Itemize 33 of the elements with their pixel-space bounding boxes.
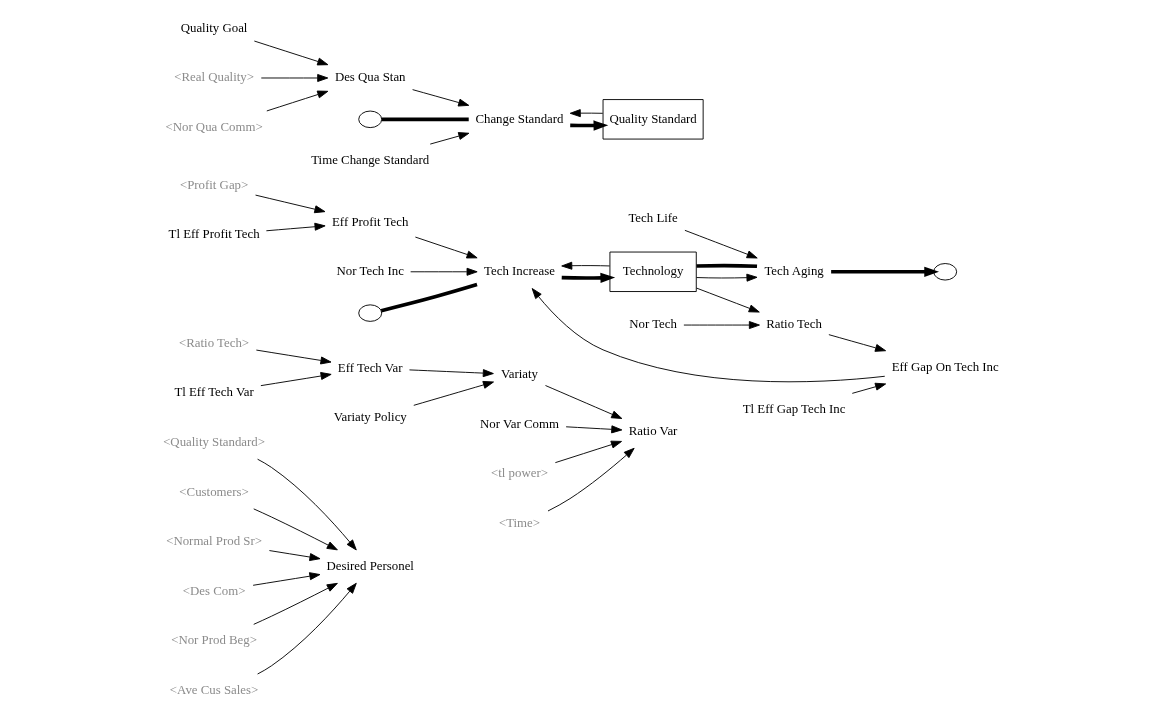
node-text: Tech Aging: [764, 264, 824, 279]
node-text: <Profit Gap>: [179, 177, 249, 192]
node-text: Variaty: [500, 367, 539, 382]
node-text: <Ave Cus Sales>: [169, 683, 259, 697]
node-text: Nor Var Comm: [479, 416, 559, 431]
node-text: Ratio Var: [628, 424, 678, 438]
node-text: Tech Life: [628, 210, 678, 225]
node-text: Tl Eff Profit Tech: [168, 227, 260, 242]
node-text: <Customers>: [179, 484, 249, 499]
node-text: Eff Gap On Tech Inc: [891, 359, 999, 374]
node-text: <Normal Prod Sr>: [166, 534, 262, 549]
node-text: Quality Goal: [180, 20, 248, 35]
node-text: Tl Eff Gap Tech Inc: [742, 401, 846, 416]
node-text: <Time>: [498, 515, 541, 530]
node-text: <Nor Prod Beg>: [171, 633, 257, 648]
node-text: Eff Profit Tech: [332, 214, 409, 229]
node-text: Tech Increase: [484, 264, 555, 279]
node-text: <Nor Qua Comm>: [165, 119, 263, 134]
node-text: Nor Tech: [629, 317, 677, 332]
node-text: <Real Quality>: [174, 70, 254, 85]
node-text: Desired Personel: [326, 559, 414, 574]
node-text: <Des Com>: [182, 583, 246, 598]
node-text: Time Change Standard: [311, 153, 430, 168]
node-text: Variaty Policy: [333, 410, 407, 425]
node-text: Nor Tech Inc: [336, 264, 404, 279]
node-text: Ratio Tech: [766, 317, 822, 332]
node-text: Eff Tech Var: [337, 360, 403, 375]
node-text: <Ratio Tech>: [179, 335, 250, 350]
node-text: <Quality Standard>: [163, 435, 266, 450]
node-text: Des Qua Stan: [334, 70, 406, 85]
node-text: Tl Eff Tech Var: [174, 385, 254, 400]
node-text: Change Standard: [475, 111, 564, 126]
node-text: <tl power>: [490, 466, 548, 481]
